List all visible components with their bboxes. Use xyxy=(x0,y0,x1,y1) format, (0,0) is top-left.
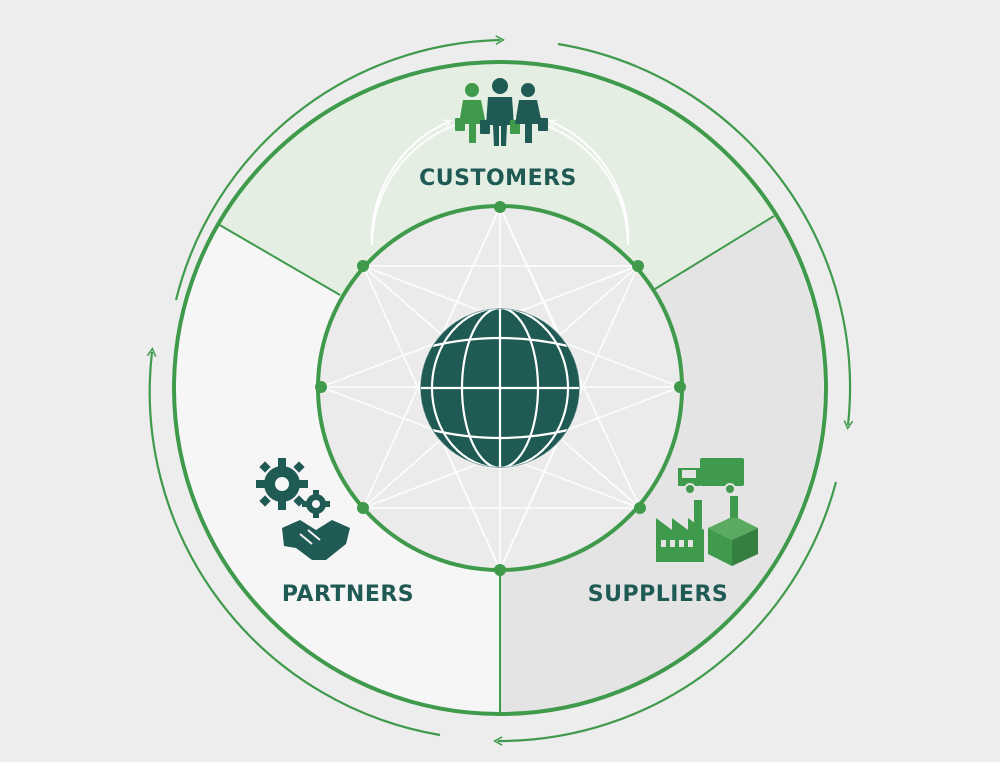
customers-label: CUSTOMERS xyxy=(419,166,577,191)
cycle-arrow-top xyxy=(174,35,505,301)
partners-label: PARTNERS xyxy=(282,582,414,607)
gears-handshake-icon xyxy=(256,458,350,560)
network-nodes xyxy=(315,201,686,576)
divider-customers-suppliers xyxy=(654,215,775,290)
cycle-arrow-right xyxy=(557,42,854,430)
cycle-arrow-bottom xyxy=(493,481,838,746)
customers-white-arrow-right xyxy=(547,119,630,246)
people-shopping-icon xyxy=(455,78,548,146)
customers-white-arrow-left xyxy=(370,119,453,246)
globe-icon xyxy=(419,307,581,469)
cycle-arrow-left xyxy=(146,347,441,737)
suppliers-label: SUPPLIERS xyxy=(588,582,728,607)
divider-customers-partners xyxy=(217,223,341,296)
truck-factory-box-icon xyxy=(656,458,758,566)
